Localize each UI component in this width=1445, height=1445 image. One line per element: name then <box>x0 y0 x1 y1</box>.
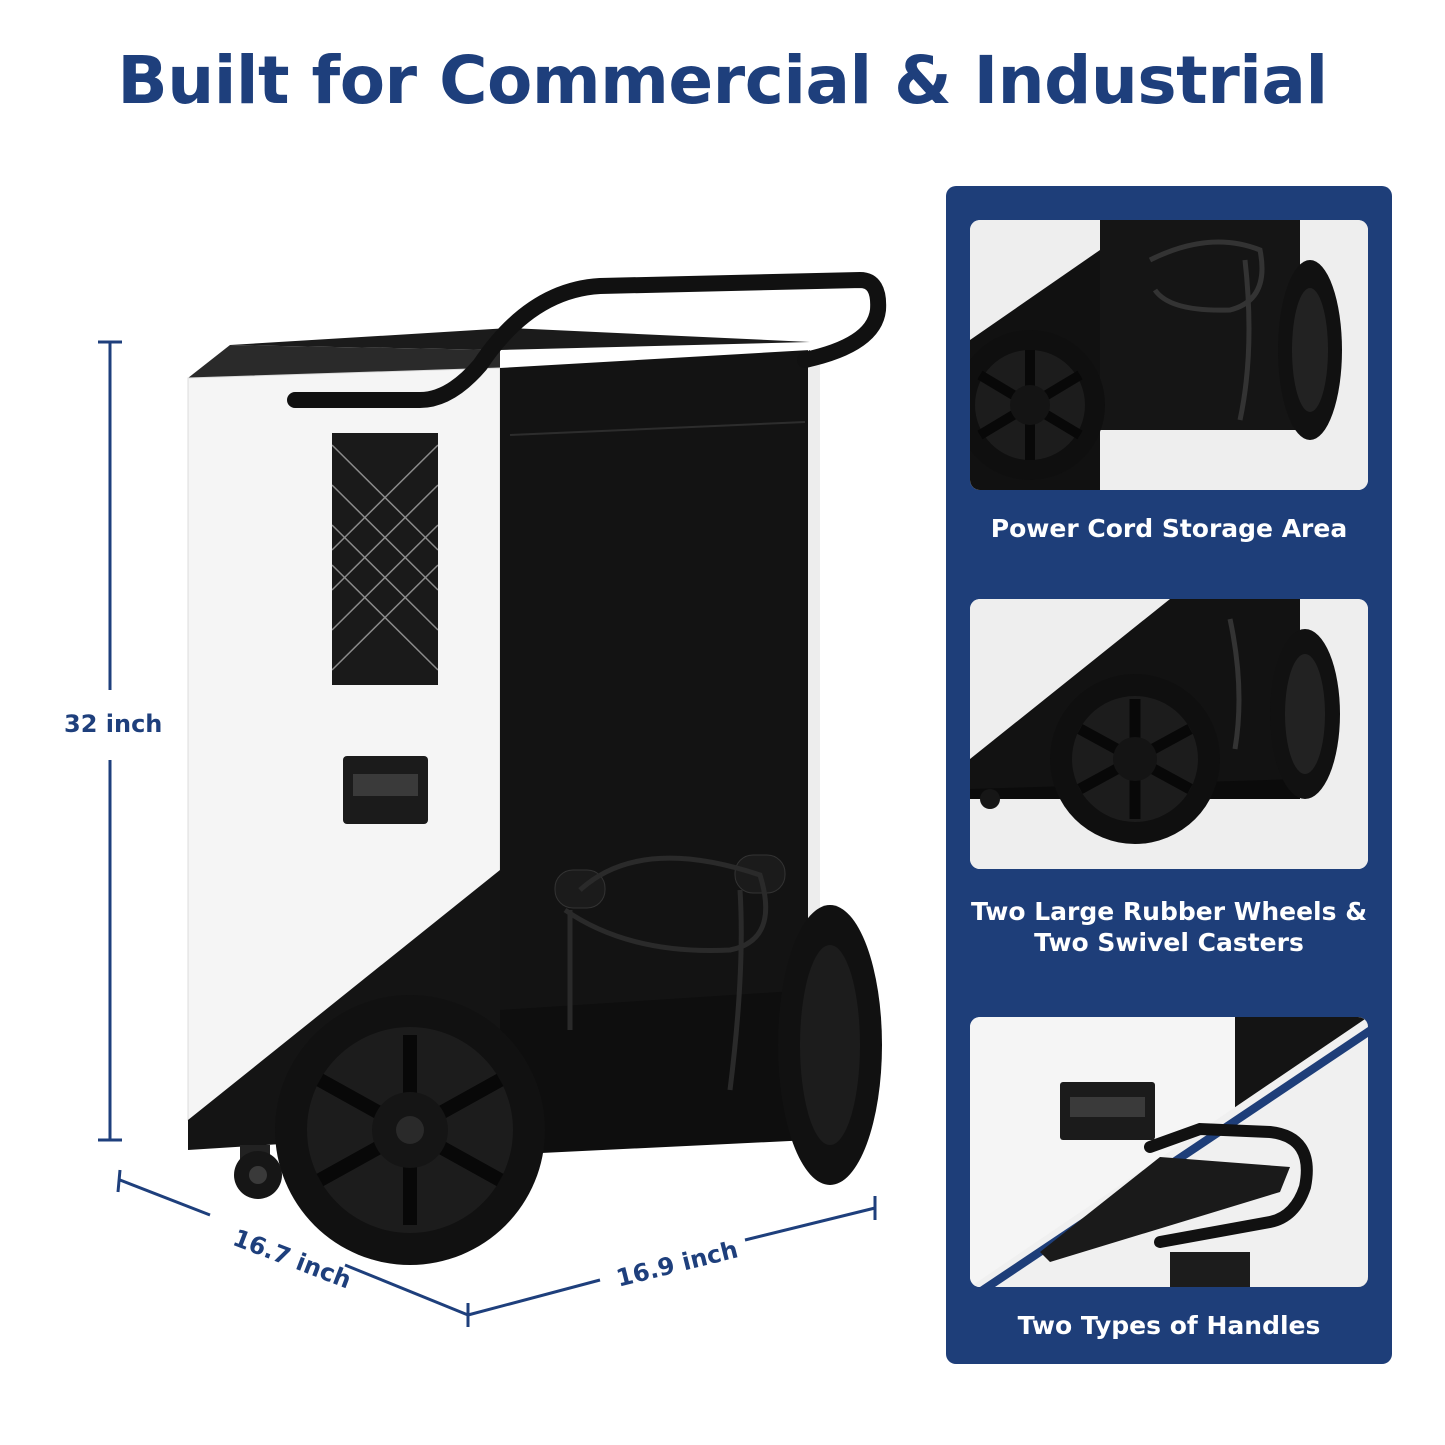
dehumidifier-image <box>98 271 887 1327</box>
feature-image-power-cord <box>970 220 1368 490</box>
headline: Built for Commercial & Industrial <box>117 42 1328 119</box>
feature-image-wheels <box>970 599 1368 869</box>
depth-dimension-line <box>116 1169 470 1327</box>
feature-caption-wheels: Two Large Rubber Wheels & Two Swivel Cas… <box>946 896 1392 958</box>
height-dimension-line <box>98 340 122 1142</box>
width-dimension-line <box>467 1196 877 1317</box>
features-panel: Power Cord Storage Area Two Large Rubber… <box>946 186 1392 1364</box>
product-illustration: 32 inch 16.7 inch 16.9 inch <box>40 250 920 1350</box>
feature-caption-wheels-line2: Two Swivel Casters <box>1034 928 1304 957</box>
feature-caption-wheels-line1: Two Large Rubber Wheels & <box>970 897 1368 926</box>
feature-caption-power-cord: Power Cord Storage Area <box>990 514 1348 543</box>
feature-image-handles <box>970 1017 1368 1287</box>
feature-caption-handles: Two Types of Handles <box>1017 1311 1321 1340</box>
height-dimension-label: 32 inch <box>64 710 163 738</box>
